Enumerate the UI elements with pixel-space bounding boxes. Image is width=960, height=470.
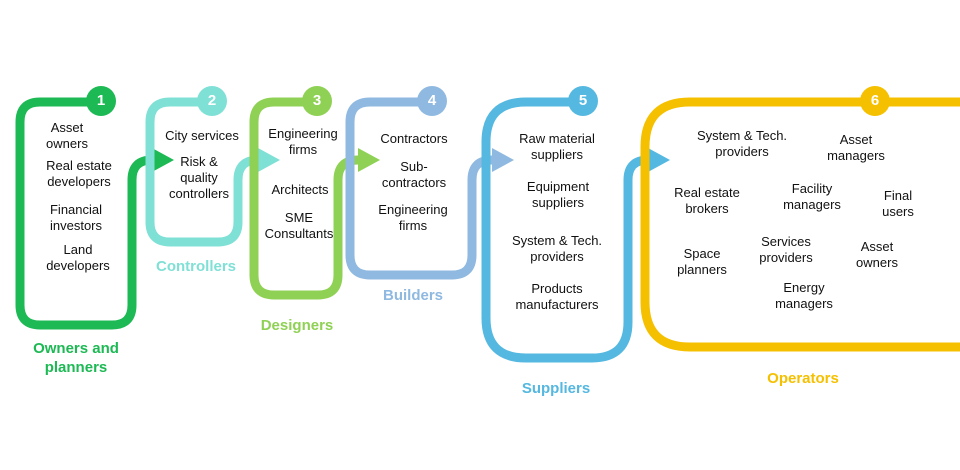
stage-3-item: Engineering firms [268, 126, 338, 157]
stage-5-arrow [648, 148, 670, 172]
stage-4-badge: 4 [417, 86, 447, 116]
stage-2-title: Controllers [155, 258, 237, 275]
stage-4-loop [345, 97, 497, 280]
stage-5-loop [481, 97, 653, 363]
stage-6-item: Facility managers [783, 181, 841, 212]
stage-2-loop [145, 97, 263, 247]
stage-1-item: Land developers [46, 242, 110, 273]
stage-3-arrow [358, 148, 380, 172]
stage-5-item: System & Tech. providers [511, 233, 603, 264]
stage-6-badge: 6 [860, 86, 890, 116]
stage-5-item: Products manufacturers [515, 281, 599, 312]
stage-3-item: Architects [271, 182, 329, 197]
stage-6-item: Energy managers [775, 280, 833, 311]
stage-6-item: Asset owners [856, 239, 898, 270]
stage-5-item: Raw material suppliers [519, 131, 595, 162]
stage-4-arrow [492, 148, 514, 172]
stage-4-item: Sub- contractors [381, 159, 447, 190]
stage-1-arrow [152, 148, 174, 172]
stage-1-loop [15, 97, 157, 330]
stage-1-item: Financial investors [49, 202, 103, 233]
stage-2-item: City services [165, 128, 239, 143]
stage-4-item: Engineering firms [378, 202, 448, 233]
stage-3-loop [249, 97, 363, 300]
stage-5-title: Suppliers [521, 380, 591, 397]
stage-1-item: Real estate developers [46, 158, 112, 189]
stage-6-item: Final users [882, 188, 914, 219]
stage-3-badge: 3 [302, 86, 332, 116]
stage-3-title: Designers [260, 317, 334, 334]
stage-1-badge: 1 [86, 86, 116, 116]
stage-3-item: SME Consultants [264, 210, 334, 241]
stage-6-item: System & Tech. providers [696, 128, 788, 159]
stage-2-badge: 2 [197, 86, 227, 116]
stage-1-item: Asset owners [46, 120, 88, 151]
stage-1-title: Owners and planners [33, 340, 119, 376]
stage-6-title: Operators [767, 370, 839, 387]
stage-2-item: Risk & quality controllers [169, 154, 229, 201]
stage-4-item: Contractors [380, 131, 448, 146]
stage-2-arrow [258, 148, 280, 172]
stage-6-item: Space planners [677, 246, 727, 277]
stage-6-item: Services providers [759, 234, 813, 265]
stage-4-title: Builders [382, 287, 444, 304]
stage-6-loop [640, 97, 960, 352]
stage-5-item: Equipment suppliers [526, 179, 590, 210]
stage-6-item: Real estate brokers [674, 185, 740, 216]
stage-6-item: Asset managers [827, 132, 885, 163]
stage-5-badge: 5 [568, 86, 598, 116]
